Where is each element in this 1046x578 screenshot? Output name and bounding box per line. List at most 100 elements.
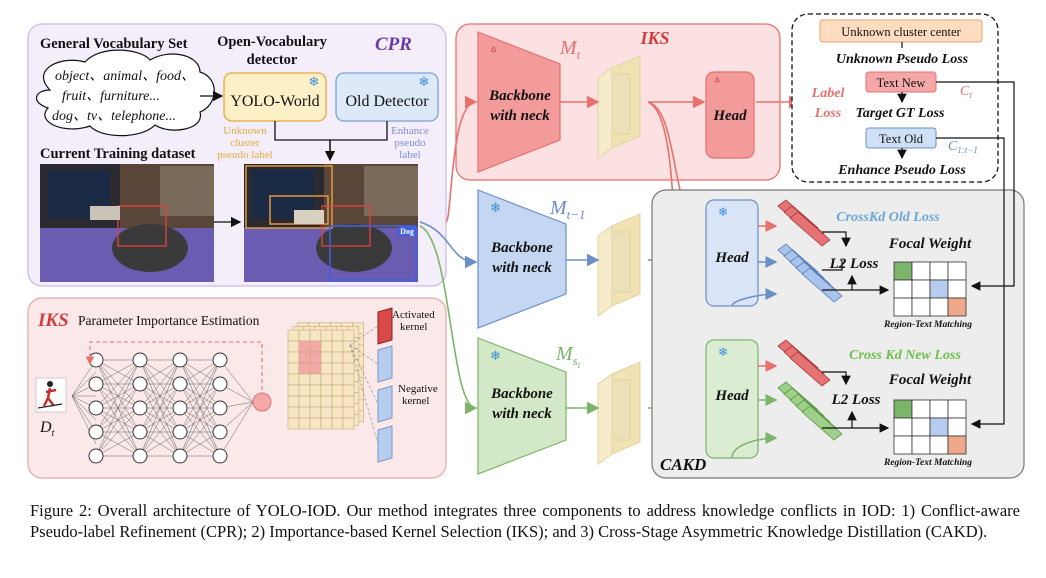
training-image-pseudo-labeled: Dog xyxy=(244,164,418,282)
backbone-label-1: Backbone xyxy=(488,88,551,104)
text-old-label: Text Old xyxy=(879,132,924,146)
kernel-connector xyxy=(349,344,379,445)
nn-node xyxy=(132,448,148,464)
kernel-cell xyxy=(298,351,311,364)
kernel-cell xyxy=(320,329,333,342)
crosskd-new-label: Cross Kd New Loss xyxy=(849,348,961,363)
kernel-cell xyxy=(298,395,311,408)
prediction-slab xyxy=(789,211,831,247)
architecture-diagram: CPR General Vocabulary Set object、animal… xyxy=(27,13,1025,479)
matrix-cell xyxy=(929,399,949,419)
nn-node xyxy=(88,400,104,416)
nn-edge xyxy=(95,383,141,457)
nn-edge xyxy=(95,359,141,409)
matrix-cell xyxy=(893,261,913,281)
nn-edge xyxy=(219,401,254,457)
prediction-slab xyxy=(801,405,843,441)
kernel-cell xyxy=(320,362,333,375)
feature-maps-teacher xyxy=(597,55,641,159)
unknown-center-label: Unknown cluster center xyxy=(841,25,961,39)
kernel-cell xyxy=(287,340,300,353)
nn-edge xyxy=(179,359,221,433)
label-loss-label-1: Label xyxy=(811,86,845,101)
old-detector-label: Old Detector xyxy=(345,93,429,110)
loss-node xyxy=(252,392,272,412)
fire-icon: ᐞ xyxy=(714,75,721,89)
kernel-cell xyxy=(287,417,300,430)
prediction-slabs xyxy=(777,199,843,441)
cpr-title: CPR xyxy=(375,34,412,55)
matrix-cell xyxy=(893,417,913,437)
nn-edge xyxy=(95,431,141,457)
kernel-cell xyxy=(320,340,333,353)
nn-edge xyxy=(95,359,141,457)
unknown-center-box xyxy=(819,19,983,43)
matrix-cell xyxy=(911,417,931,437)
matrix-cell xyxy=(947,435,967,455)
negative-kernel-label-1: Negative xyxy=(398,383,438,395)
cpr-panel: CPR General Vocabulary Set object、animal… xyxy=(27,23,447,287)
nn-node xyxy=(172,352,188,368)
current-dataset-title: Current Training dataset xyxy=(40,146,196,162)
kernel-cell xyxy=(309,340,322,353)
matrix-cell xyxy=(929,261,949,281)
nn-node xyxy=(172,448,188,464)
old-teacher-model: ❄ Backbone with neck Mt−1 xyxy=(477,189,706,329)
kernel-connector xyxy=(349,325,379,346)
matrix-cell xyxy=(911,297,931,317)
kernel-cell xyxy=(309,373,322,386)
snowflake-icon: ❄ xyxy=(490,200,501,215)
nn-edge xyxy=(139,431,181,457)
feature-maps-student xyxy=(597,361,641,465)
kernel-cell xyxy=(287,406,300,419)
kernel-cell xyxy=(331,384,344,397)
unknown-pseudo-loss-label: Unknown Pseudo Loss xyxy=(836,52,969,67)
kernel-cell xyxy=(298,329,311,342)
kernel-cell xyxy=(298,417,311,430)
kernel-cell xyxy=(298,362,311,375)
snowflake-icon: ❄ xyxy=(718,205,728,219)
snowflake-icon: ❄ xyxy=(309,74,320,89)
vocab-line-2: fruit、furniture... xyxy=(62,89,160,104)
matrix-cell xyxy=(893,435,913,455)
kernel-cell xyxy=(287,351,300,364)
backbone-label-2: with neck xyxy=(490,108,550,124)
kernel-grid xyxy=(287,322,379,445)
enhance-label-1: Enhance xyxy=(391,125,429,137)
nn-edge xyxy=(139,359,181,409)
matrix-cell xyxy=(911,279,931,299)
kernel-cell xyxy=(342,395,355,408)
kernel-cell xyxy=(309,395,322,408)
kernel-cell xyxy=(320,417,333,430)
focal-weight-new-label: Focal Weight xyxy=(888,372,972,388)
student-model: ❄ Backbone with neck Mst xyxy=(477,337,706,475)
iks-panel-subtitle: Parameter Importance Estimation xyxy=(78,313,260,328)
nn-edge xyxy=(71,371,97,397)
dataset-symbol: Dt xyxy=(39,419,55,439)
matrix-cell xyxy=(929,435,949,455)
nn-node xyxy=(88,352,104,368)
prediction-slab xyxy=(801,267,843,303)
kernel-cell xyxy=(331,351,344,364)
text-new-label: Text New xyxy=(877,76,926,90)
kernel-cell xyxy=(287,362,300,375)
matrix-cell xyxy=(947,261,967,281)
backbone-student-label-1: Backbone xyxy=(490,386,553,402)
kernel-cell xyxy=(298,384,311,397)
vocab-cloud xyxy=(36,49,215,137)
matrix-cell xyxy=(911,399,931,419)
nn-edge xyxy=(139,359,181,457)
nn-node xyxy=(132,376,148,392)
snowflake-icon: ❄ xyxy=(490,348,501,363)
head-old-label: Head xyxy=(714,250,749,266)
kernel-cell xyxy=(298,406,311,419)
kernel-cell xyxy=(309,362,322,375)
nn-edge xyxy=(179,359,221,409)
matrix-cell xyxy=(893,297,913,317)
unknown-label-2: cluster xyxy=(230,137,260,149)
prediction-slab xyxy=(789,351,831,387)
nn-edge xyxy=(179,359,221,457)
figure-caption: Figure 2: Overall architecture of YOLO-I… xyxy=(30,501,1020,541)
focal-weight-old-label: Focal Weight xyxy=(888,236,972,252)
nn-node xyxy=(212,352,228,368)
